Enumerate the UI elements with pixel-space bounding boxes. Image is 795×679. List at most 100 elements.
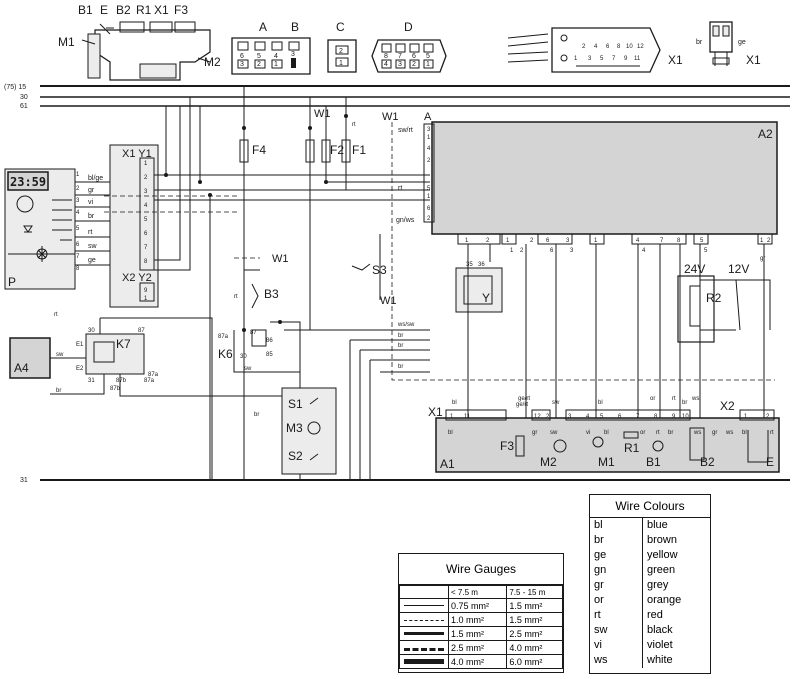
x1-small-br: br [696, 39, 703, 46]
a2-bwire-8: ws [691, 396, 699, 402]
colour-names: blue brown yellow green grey orange red … [643, 518, 681, 668]
middle-wires [284, 329, 430, 480]
x1-pin-m4: 7 [612, 56, 616, 62]
xy-pin-1: 1 [144, 161, 148, 167]
k6-pin-85: 85 [266, 352, 273, 358]
p-pin-4: 4 [76, 210, 80, 216]
colour-name: black [647, 624, 673, 636]
k7-wire-sw: sw [56, 352, 64, 358]
colour-code: bl [594, 519, 603, 531]
a2-bwire-4: bl [598, 400, 603, 406]
a2-bpin-11: 5 [700, 238, 704, 244]
colour-code: gr [594, 579, 604, 591]
xy-pin-8: 8 [144, 259, 148, 265]
k7-pin-30: 30 [88, 328, 95, 334]
x1-pin-t4: 8 [617, 44, 621, 50]
a2-wire-gnws: gn/ws [396, 217, 415, 224]
fuse-wire-rt1: rt [352, 122, 356, 128]
lbl-b2: B2 [700, 455, 715, 469]
x1-pin-t1: 2 [582, 44, 586, 50]
a1-pin-1: 1 [450, 414, 454, 420]
k7-pin-87b: 87b [116, 378, 127, 384]
pin-d-4: 4 [384, 61, 388, 68]
wire-gauges-table: Wire Gauges < 7.5 m 7.5 - 15 m 0.75 mm² … [398, 553, 564, 673]
k7-pin-87: 87 [138, 328, 145, 334]
a1-pin-4: 4 [586, 414, 590, 420]
solenoid-y [455, 244, 503, 313]
lbl-m2: M2 [540, 455, 557, 469]
lbl-s2: S2 [288, 449, 303, 463]
k7-pin-31: 31 [88, 378, 95, 384]
gauge-row-5-a: 4.0 mm² [447, 654, 508, 669]
misc-pin-1: 1 [510, 248, 514, 254]
lbl-r1: R1 [624, 441, 640, 455]
a2-bpin-3: 1 [506, 238, 510, 244]
pin-ab-5: 5 [257, 53, 261, 60]
gauge-row-1-b: 1.5 mm² [506, 598, 563, 613]
y-pin-36: 36 [478, 262, 485, 268]
colour-name: green [647, 564, 676, 576]
a2-wire-rt: rt [398, 185, 402, 192]
k6-pin-30: 30 [240, 354, 247, 360]
a2-a1-wires [467, 244, 765, 420]
plug-ab [231, 37, 311, 75]
gauge-col-long: 7.5 - 15 m [506, 585, 563, 599]
colour-name: orange [647, 594, 682, 606]
p-pin-7: 7 [76, 254, 80, 260]
a1-pin-x2-1: 1 [744, 414, 748, 420]
k6-pin-87a: 87a [218, 334, 229, 340]
a2-lpin-5: 5 [427, 186, 431, 192]
lbl-m3: M3 [286, 421, 303, 435]
switch-s3 [351, 234, 381, 300]
k7-e2: E2 [76, 366, 84, 372]
colour-code: vi [594, 639, 602, 651]
k7-wire-rt: rt [54, 312, 58, 318]
pin-d-5: 5 [426, 53, 430, 60]
colour-name: blue [647, 519, 668, 531]
lbl-12v: 12V [728, 262, 749, 276]
wire-colours-title: Wire Colours [590, 495, 710, 518]
a1-pin-x2-2: 2 [766, 414, 770, 420]
lbl-x1-large: X1 [668, 53, 683, 67]
lbl-s1: S1 [288, 397, 303, 411]
lbl-b3: B3 [264, 287, 279, 301]
p-pin-3: 3 [76, 198, 80, 204]
a2-bpin-5: 6 [546, 238, 550, 244]
a1-pin-6: 6 [618, 414, 622, 420]
lbl-k7: K7 [116, 337, 131, 351]
lbl-plug-d: D [404, 20, 413, 34]
a1-pin-8: 8 [654, 414, 658, 420]
colour-name: yellow [647, 549, 678, 561]
lbl-w1-a: W1 [314, 108, 331, 120]
a1-wire-14: rt [770, 430, 774, 436]
k7-e1: E1 [76, 342, 84, 348]
lbl-e: E [100, 3, 108, 17]
x1y1-wires [154, 97, 430, 480]
clock-display: 23:59 [10, 175, 46, 189]
xy-pin-4: 4 [144, 203, 148, 209]
a1-wire-3: gr [532, 430, 537, 436]
a1-wire-5: vi [586, 430, 590, 436]
xy-pin-2: 2 [144, 175, 148, 181]
a1-wire-6: bl [604, 430, 609, 436]
control-unit-a2 [431, 121, 778, 235]
x1-pin-m5: 9 [624, 56, 628, 62]
p-wire-4: br [88, 213, 95, 220]
a2-lpin-4: 2 [427, 158, 431, 164]
misc-pin-6: 6 [550, 248, 554, 254]
p-pin-6: 6 [76, 242, 80, 248]
mid-wire-5: sw [244, 366, 252, 372]
a2-bpin-1: 1 [465, 238, 469, 244]
lbl-a-pin: A [424, 111, 432, 123]
a1-pin-9: 9 [672, 414, 676, 420]
a1-wire-1: bl [448, 430, 453, 436]
a2-left-pins [423, 123, 435, 223]
a1-wire-7: or [640, 430, 645, 436]
gauge-row-4-b: 4.0 mm² [506, 640, 563, 655]
wire-gauges-title: Wire Gauges [399, 554, 563, 585]
gauge-col-short: < 7.5 m [447, 585, 508, 599]
xy-pin-9: 9 [144, 288, 148, 294]
mid-wire-3: br [398, 343, 403, 349]
gauge-symbol-4 [399, 640, 449, 655]
a2-bpin-2: 2 [486, 238, 490, 244]
